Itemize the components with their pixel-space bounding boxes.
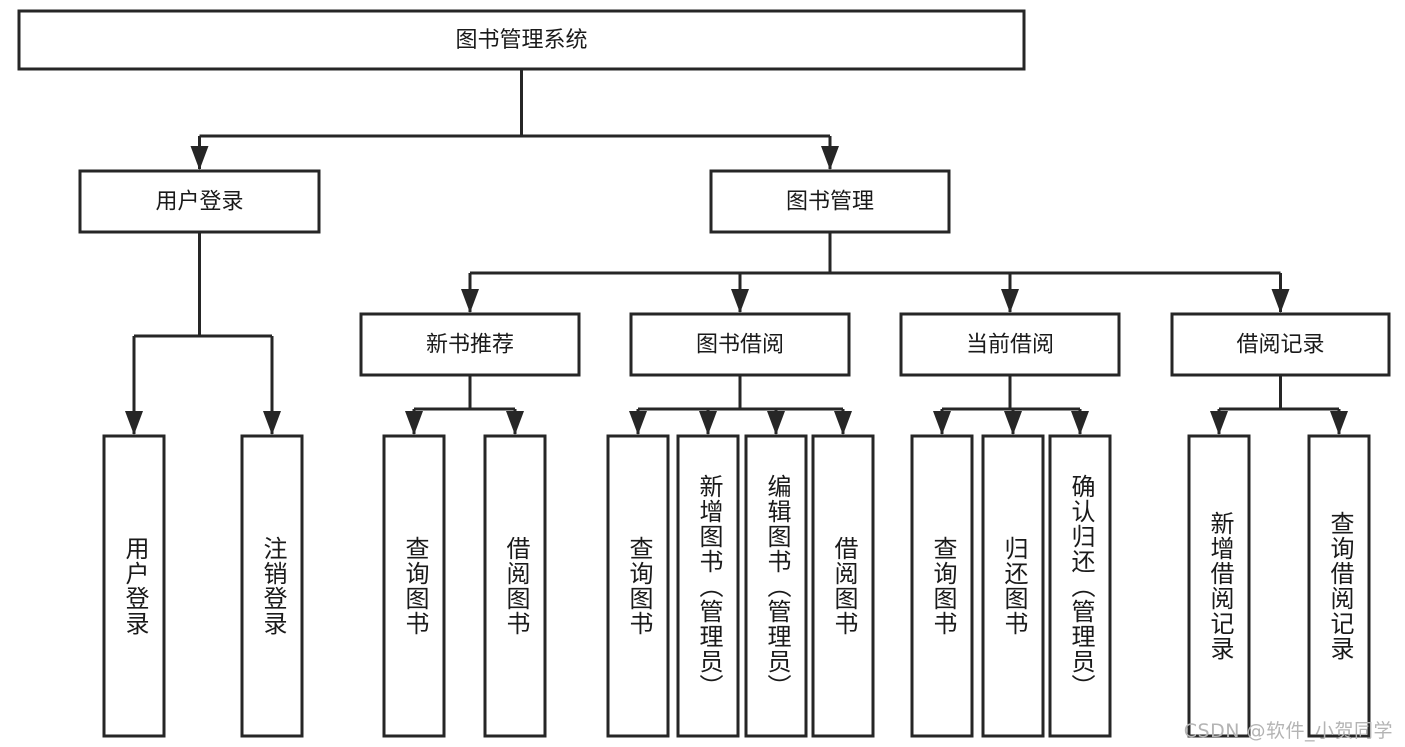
arrow-icon-新书推荐-0 xyxy=(405,411,423,435)
leaf-box-9[interactable] xyxy=(981,434,1045,738)
arrow-icon-借阅记录-0 xyxy=(1210,411,1228,435)
csdn-watermark: CSDN @软件_小贺同学 xyxy=(1183,720,1393,742)
arrow-icon-图书管理系统-0 xyxy=(190,146,209,170)
arrow-icon-新书推荐-1 xyxy=(506,411,524,435)
level3-label-3: 借阅记录 xyxy=(1236,333,1324,358)
arrow-icon-图书借阅-1 xyxy=(699,411,717,435)
level3-label-0: 新书推荐 xyxy=(426,333,514,358)
level2-box-1[interactable] xyxy=(709,169,951,234)
leaf-box-12[interactable] xyxy=(1307,434,1371,738)
leaf-box-6[interactable] xyxy=(744,434,808,738)
arrow-icon-图书管理系统-1 xyxy=(821,146,839,170)
leaf-box-8[interactable] xyxy=(910,434,974,738)
level3-label-2: 当前借阅 xyxy=(966,333,1054,358)
arrow-icon-图书管理-3 xyxy=(1271,289,1290,313)
arrow-icon-图书借阅-0 xyxy=(629,411,647,435)
level3-label-1: 图书借阅 xyxy=(696,333,784,358)
arrow-icon-借阅记录-1 xyxy=(1330,411,1348,435)
level2-box-0[interactable] xyxy=(78,169,321,234)
arrow-icon-图书借阅-3 xyxy=(834,411,852,435)
level3-box-0[interactable] xyxy=(359,312,581,377)
arrow-icon-当前借阅-0 xyxy=(933,411,951,435)
arrow-icon-图书管理-1 xyxy=(731,289,749,313)
arrow-icon-图书管理-0 xyxy=(461,289,479,313)
leaf-box-10[interactable] xyxy=(1048,434,1112,738)
arrow-icon-当前借阅-1 xyxy=(1004,411,1022,435)
level3-box-1[interactable] xyxy=(629,312,851,377)
arrow-icon-图书借阅-2 xyxy=(767,411,785,435)
level3-box-3[interactable] xyxy=(1170,312,1391,377)
level2-label-1: 图书管理 xyxy=(786,190,874,215)
leaf-box-0[interactable] xyxy=(102,434,166,738)
arrow-icon-用户登录-1 xyxy=(263,411,281,435)
arrow-icon-用户登录-0 xyxy=(125,411,143,435)
arrow-icon-图书管理-2 xyxy=(1001,289,1019,313)
leaf-box-3[interactable] xyxy=(483,434,547,738)
level2-label-0: 用户登录 xyxy=(155,190,243,215)
leaf-box-7[interactable] xyxy=(811,434,875,738)
leaf-box-5[interactable] xyxy=(676,434,740,738)
level3-box-2[interactable] xyxy=(899,312,1121,377)
arrow-icon-当前借阅-2 xyxy=(1071,411,1089,435)
leaf-box-4[interactable] xyxy=(606,434,670,738)
connector-layer xyxy=(125,69,1348,435)
root-box-0[interactable] xyxy=(17,9,1026,71)
node-box-layer xyxy=(17,9,1391,738)
root-label-0: 图书管理系统 xyxy=(455,28,587,53)
leaf-box-1[interactable] xyxy=(240,434,304,738)
leaf-box-2[interactable] xyxy=(382,434,446,738)
leaf-box-11[interactable] xyxy=(1187,434,1251,738)
